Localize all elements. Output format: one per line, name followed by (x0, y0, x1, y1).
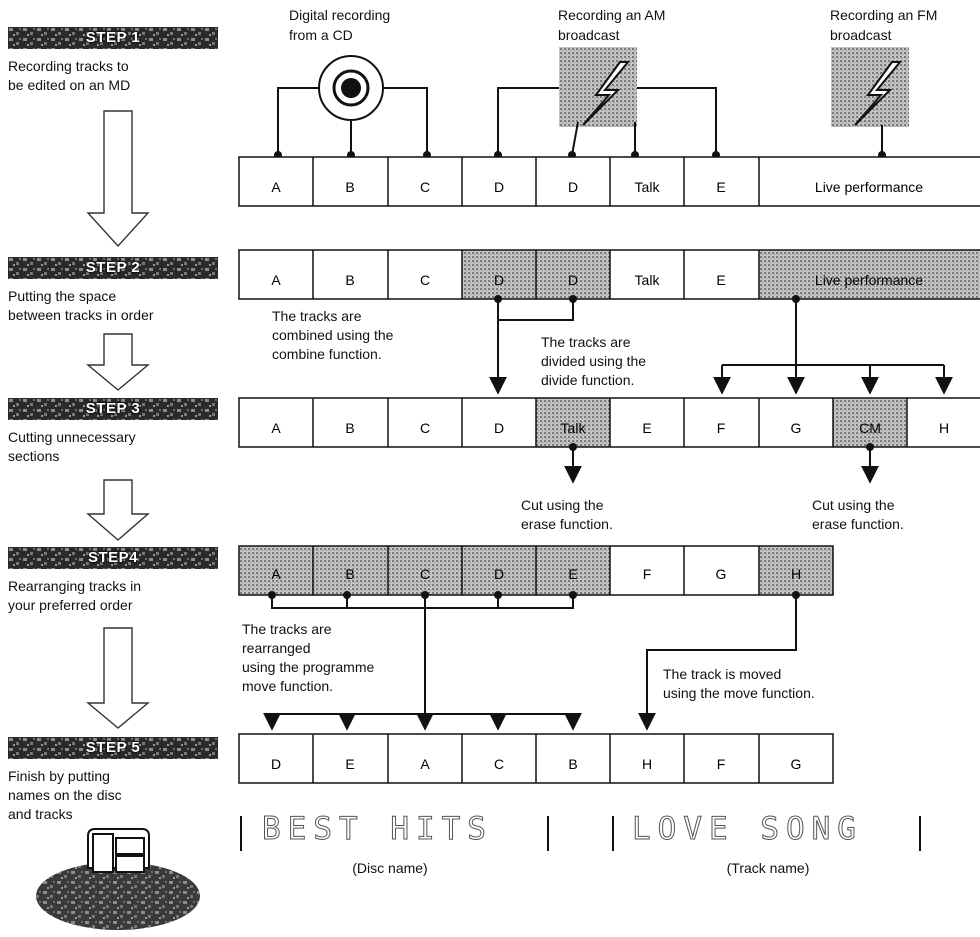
row-4-cell: C (420, 566, 430, 582)
row-5-cell: B (568, 756, 577, 772)
row-4-cell: H (791, 566, 801, 582)
track-name-display: LOVE SONG (632, 809, 863, 849)
row-1-cell: D (494, 179, 504, 195)
row-1-cell: D (568, 179, 578, 195)
row-2-cell: Live performance (815, 272, 923, 288)
row-5-cell: C (494, 756, 504, 772)
row-4-cell: F (643, 566, 652, 582)
row-4-cell: A (271, 566, 281, 582)
row-4-cell: E (568, 566, 577, 582)
row-3-cell: G (791, 420, 802, 436)
cd-icon (319, 56, 383, 120)
flow-arrow-2-3 (88, 334, 148, 390)
row-1-cell: Talk (635, 179, 661, 195)
row-2-cell: A (271, 272, 281, 288)
row-5-cell: E (345, 756, 354, 772)
row-2-cell: C (420, 272, 430, 288)
fm-broadcast-icon (831, 47, 909, 127)
row-5-cell: F (717, 756, 726, 772)
flow-arrow-1-2 (88, 111, 148, 246)
row-3-cell: E (642, 420, 651, 436)
row-4-cell: B (345, 566, 354, 582)
row-3-cell: CM (859, 420, 881, 436)
track-row-step-3: A B C D Talk E F G CM H (239, 398, 980, 447)
row-2-cell: D (494, 272, 504, 288)
rearrange-note: The tracks are rearranged using the prog… (242, 620, 374, 696)
am-broadcast-icon (559, 47, 637, 127)
row-4-cell: D (494, 566, 504, 582)
row-2-cell: D (568, 272, 578, 288)
disc-name-label: (Disc name) (300, 860, 480, 876)
row-3-cell: B (345, 420, 354, 436)
erase-note-2: Cut using the erase function. (812, 496, 904, 534)
disc-name-display: BEST HITS (262, 809, 493, 849)
erase-arrows (573, 447, 870, 482)
flow-arrow-4-5 (88, 628, 148, 728)
row-5-cell: H (642, 756, 652, 772)
move-note: The track is moved using the move functi… (663, 665, 815, 703)
row-3-cell: D (494, 420, 504, 436)
row-3-cell: F (717, 420, 726, 436)
md-disc-icon (36, 829, 200, 930)
row-2-cell: B (345, 272, 354, 288)
row-3-cell: C (420, 420, 430, 436)
move-arrow (647, 595, 796, 729)
divide-note: The tracks are divided using the divide … (541, 333, 646, 390)
row-2-cell: Talk (635, 272, 661, 288)
row-1-cell: E (716, 179, 725, 195)
row-3-cell: Talk (561, 420, 587, 436)
row-1-cell: C (420, 179, 430, 195)
track-name-label: (Track name) (678, 860, 858, 876)
combine-note: The tracks are combined using the combin… (272, 307, 393, 364)
row-1-cell: B (345, 179, 354, 195)
row-5-cell: A (420, 756, 430, 772)
track-row-step-5: D E A C B H F G (239, 734, 833, 783)
row-1-cell: Live performance (815, 179, 923, 195)
row-2-cell: E (716, 272, 725, 288)
row-5-cell: D (271, 756, 281, 772)
track-row-step-2: A B C D D Talk E Live performance (239, 250, 980, 299)
track-row-step-4: A B C D E F G H (239, 546, 833, 595)
row-1-cell: A (271, 179, 281, 195)
row-3-cell: A (271, 420, 281, 436)
move-dot (792, 591, 800, 599)
erase-note-1: Cut using the erase function. (521, 496, 613, 534)
flow-arrow-3-4 (88, 480, 148, 540)
row-5-cell: G (791, 756, 802, 772)
row-3-cell: H (939, 420, 949, 436)
divide-arrows (722, 299, 944, 393)
track-row-step-1: A B C D D Talk E Live performance (239, 157, 980, 206)
divide-dot (792, 295, 800, 303)
row-4-cell: G (716, 566, 727, 582)
